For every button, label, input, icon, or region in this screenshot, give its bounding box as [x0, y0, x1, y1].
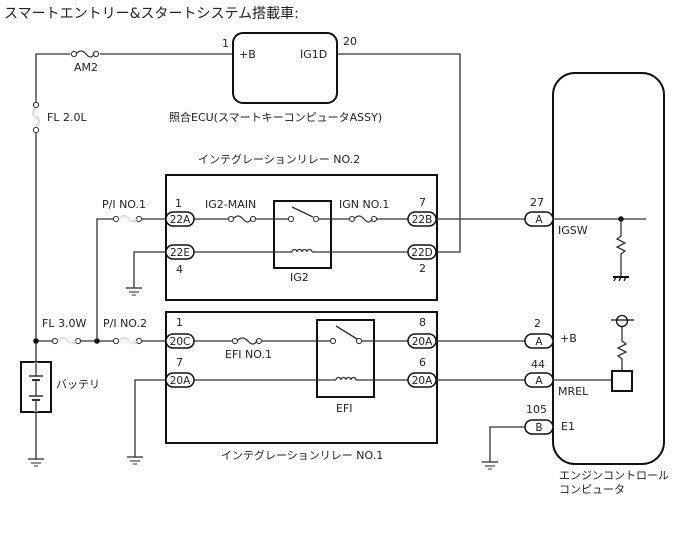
svg-text:20C: 20C	[170, 336, 191, 348]
pin-20a-7: 7	[176, 356, 183, 369]
connector-20c: 20C	[165, 333, 195, 349]
connector-22b: 22B	[407, 211, 437, 227]
ground-icon	[126, 287, 142, 296]
svg-text:20A: 20A	[170, 375, 191, 387]
relay-ig2-box	[273, 200, 332, 269]
pin-20a-6: 6	[419, 356, 426, 369]
chassis-ground-icon	[613, 276, 629, 282]
relay-ig2-label: IG2	[290, 271, 309, 284]
ground-icon	[28, 458, 44, 467]
svg-text:22D: 22D	[411, 247, 432, 259]
fusible-link-fl30w-label: FL 3.0W	[42, 317, 86, 330]
svg-text:22A: 22A	[170, 214, 191, 226]
fusible-link-fl20l-label: FL 2.0L	[47, 111, 87, 124]
svg-text:A: A	[535, 336, 543, 348]
wire-ig1d	[337, 53, 461, 253]
ground-icon	[482, 461, 498, 470]
connector-20a-8: 20A	[407, 333, 437, 349]
wire-e1-ground	[489, 426, 525, 462]
fuse-pi-no2	[112, 337, 143, 345]
ecu-connector-a-27: A	[524, 211, 554, 227]
pin-22a: 1	[175, 197, 182, 210]
battery-icon	[29, 362, 43, 412]
ecu-pin-ig1d-name: IG1D	[300, 48, 327, 61]
ecu-connector-b-105: B	[524, 419, 554, 435]
ecu-pin-44: 44	[531, 358, 545, 371]
fuse-ig2-main	[227, 215, 257, 223]
fuse-pi-no1-label: P/I NO.1	[102, 198, 146, 211]
engine-ecu-label-line2: コンピュータ	[559, 483, 625, 496]
relay-no2-label: インテグレーションリレー NO.2	[198, 152, 360, 166]
smart-key-ecu-box	[232, 32, 338, 104]
svg-text:A: A	[535, 214, 543, 226]
transistor-block-icon	[611, 370, 633, 392]
wire-22e-ground	[133, 251, 166, 288]
ecu-connector-a-2: A	[524, 333, 554, 349]
ecu-pin-plus-b-name: +B	[560, 332, 577, 345]
connector-20a-7: 20A	[165, 372, 195, 388]
ecu-pin-2: 2	[534, 317, 541, 330]
pin-20c: 1	[176, 316, 183, 329]
ecu-pin-mrel-name: MREL	[558, 385, 589, 398]
power-supply-icon	[611, 314, 634, 328]
wire-20a-ground	[134, 379, 166, 457]
ecu-pin-b-name: +B	[239, 48, 256, 61]
smart-key-ecu-label: 照合ECU(スマートキーコンピュータASSY)	[169, 110, 382, 124]
svg-text:B: B	[535, 422, 542, 434]
ecu-pin-igsw-name: IGSW	[558, 224, 588, 237]
resistor-icon	[615, 219, 627, 276]
relay-switch-icon	[274, 206, 331, 223]
pin-22e: 4	[176, 263, 183, 276]
relay-no1-box	[165, 311, 438, 444]
ecu-pin-105: 105	[526, 403, 547, 416]
ecu-connector-a-44: A	[524, 372, 554, 388]
engine-ecu-box	[552, 72, 665, 465]
resistor-icon	[616, 327, 628, 371]
wire-pi-no1	[96, 218, 166, 341]
pin-20a-8: 8	[419, 316, 426, 329]
fuse-efi-no1-label: EFI NO.1	[225, 348, 272, 361]
fuse-am2-label: AM2	[74, 61, 98, 74]
wire-am2	[35, 53, 233, 341]
svg-text:20A: 20A	[412, 336, 433, 348]
svg-text:A: A	[535, 375, 543, 387]
connector-22a: 22A	[165, 211, 195, 227]
fusible-link-fl30w	[51, 337, 82, 345]
fusible-link-fl20l	[32, 101, 40, 134]
pin-22b: 7	[419, 196, 426, 209]
fuse-pi-no2-label: P/I NO.2	[103, 317, 147, 330]
relay-no2-box	[165, 174, 438, 301]
fuse-efi-no1	[231, 337, 263, 345]
ground-icon	[127, 456, 143, 465]
relay-efi-label: EFI	[336, 402, 353, 415]
relay-coil-icon	[274, 248, 331, 253]
ecu-pin-27: 27	[530, 196, 544, 209]
fuse-am2	[70, 50, 100, 58]
connector-20a-6: 20A	[407, 372, 437, 388]
fuse-ig2-main-label: IG2-MAIN	[205, 198, 256, 211]
fuse-ign-no1-label: IGN NO.1	[339, 198, 389, 211]
svg-text:22B: 22B	[412, 214, 433, 226]
junction-dot	[33, 338, 39, 344]
diagram-title: スマートエントリー&スタートシステム搭載車:	[4, 5, 299, 22]
ecu-pin-b-num: 1	[222, 37, 229, 50]
connector-22d: 22D	[407, 244, 437, 260]
svg-text:22E: 22E	[170, 247, 190, 259]
pin-22d: 2	[419, 262, 426, 275]
relay-switch-icon	[317, 325, 374, 345]
connector-22e: 22E	[165, 244, 195, 260]
ecu-pin-e1-name: E1	[561, 420, 575, 433]
relay-coil-icon	[317, 376, 374, 381]
relay-no1-label: インテグレーションリレー NO.1	[221, 448, 383, 462]
engine-ecu-label-line1: エンジンコントロール	[559, 469, 669, 482]
fuse-ign-no1	[348, 215, 378, 223]
svg-text:20A: 20A	[412, 375, 433, 387]
ecu-pin-ig1d-num: 20	[343, 35, 357, 48]
battery-label: バッテリ	[56, 378, 100, 391]
fuse-pi-no1	[112, 215, 143, 223]
relay-efi-box	[316, 319, 375, 398]
